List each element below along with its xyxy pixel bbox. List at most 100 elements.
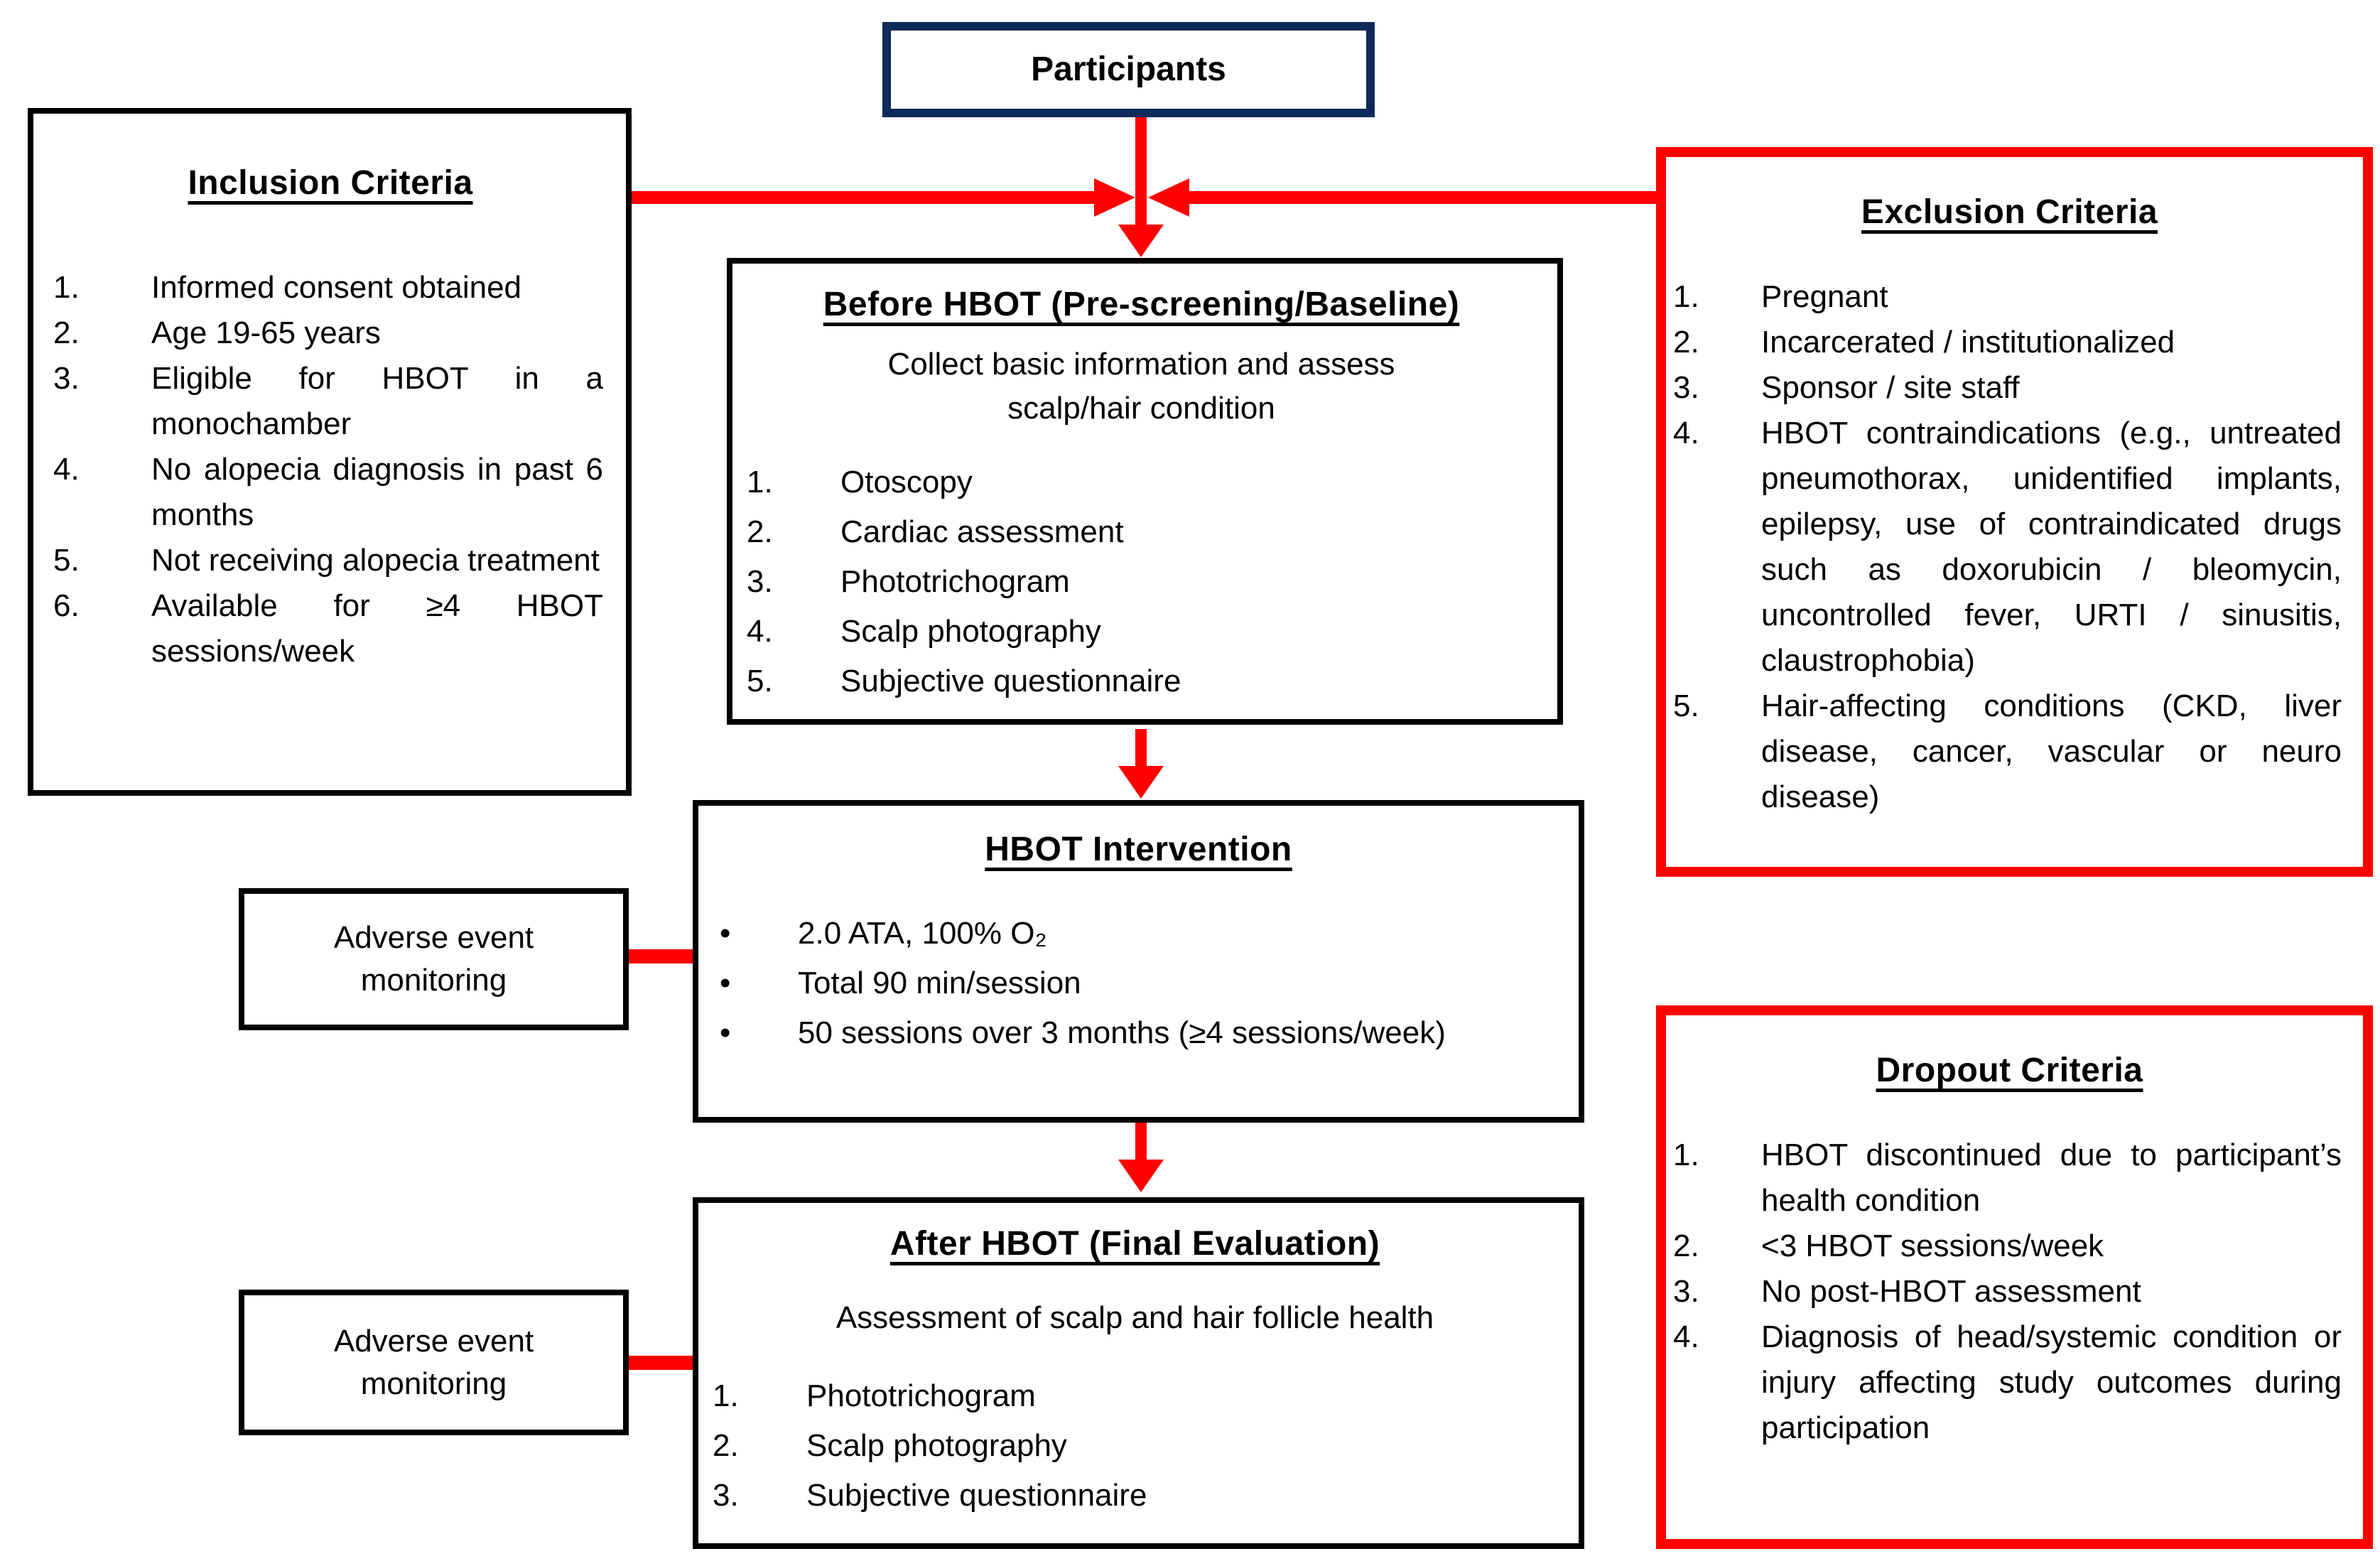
item-number: 5. bbox=[1673, 688, 1699, 723]
participants-box: Participants bbox=[882, 22, 1375, 117]
adverse-monitoring-label: Adverse event monitoring bbox=[244, 1295, 623, 1430]
item-text: HBOT discontinued due to participant’s h… bbox=[1761, 1138, 2342, 1218]
item-text: No post-HBOT assessment bbox=[1761, 1274, 2141, 1309]
item-number: 3. bbox=[53, 361, 80, 396]
arrow-intervention-to-after-head bbox=[1118, 1160, 1164, 1192]
list-item: 4. Scalp photography bbox=[747, 607, 1536, 657]
item-number: 3. bbox=[1673, 370, 1699, 405]
arrow-participants-down-shaft bbox=[1135, 112, 1147, 229]
participants-label: Participants bbox=[1031, 50, 1226, 88]
adverse-monitoring-box-1: Adverse event monitoring bbox=[239, 888, 629, 1030]
list-item: 4. Diagnosis of head/systemic condition … bbox=[1673, 1314, 2346, 1451]
after-hbot-box: After HBOT (Final Evaluation) Assessment… bbox=[693, 1197, 1584, 1549]
item-number: 2. bbox=[1673, 1228, 1699, 1263]
adverse-monitoring-text: Adverse event monitoring bbox=[333, 1323, 534, 1401]
dropout-title: Dropout Criteria bbox=[1876, 1052, 2143, 1089]
item-number: 2. bbox=[53, 315, 80, 350]
list-item: 2. Cardiac assessment bbox=[747, 507, 1536, 557]
arrow-inclusion-shaft bbox=[632, 191, 1096, 204]
item-number: 4. bbox=[747, 614, 773, 649]
item-text: Cardiac assessment bbox=[840, 514, 1124, 549]
exclusion-list: 1. Pregnant 2. Incarcerated / institutio… bbox=[1673, 274, 2346, 820]
before-hbot-subtitle: Collect basic information and assess sca… bbox=[887, 347, 1395, 426]
list-item: 2. <3 HBOT sessions/week bbox=[1673, 1224, 2346, 1269]
arrow-participants-down-head bbox=[1118, 225, 1164, 257]
item-text: Phototrichogram bbox=[840, 564, 1070, 599]
item-number: 1. bbox=[1673, 1138, 1699, 1172]
bullet-marker: • bbox=[720, 966, 731, 1000]
before-hbot-box: Before HBOT (Pre-screening/Baseline) Col… bbox=[727, 258, 1563, 725]
arrow-inclusion-head bbox=[1094, 178, 1135, 217]
list-item: • 2.0 ATA, 100% O₂ bbox=[720, 909, 1557, 958]
item-number: 1. bbox=[1673, 279, 1699, 314]
list-item: 1. Informed consent obtained bbox=[53, 265, 607, 310]
item-text: Pregnant bbox=[1761, 279, 1888, 314]
item-text: Available for ≥4 HBOT sessions/week bbox=[151, 588, 603, 669]
list-item: 3. No post-HBOT assessment bbox=[1673, 1269, 2346, 1314]
connector-adverse-1 bbox=[629, 949, 694, 963]
list-item: 3. Phototrichogram bbox=[747, 557, 1536, 607]
adverse-monitoring-text: Adverse event monitoring bbox=[333, 920, 534, 998]
list-item: 3. Subjective questionnaire bbox=[713, 1471, 1557, 1521]
arrow-before-to-intervention-head bbox=[1118, 766, 1164, 799]
item-text: Incarcerated / institutionalized bbox=[1761, 325, 2175, 360]
item-text: Informed consent obtained bbox=[151, 270, 522, 305]
list-item: 2. Age 19-65 years bbox=[53, 310, 607, 356]
adverse-monitoring-box-2: Adverse event monitoring bbox=[239, 1290, 629, 1435]
item-number: 4. bbox=[1673, 416, 1699, 450]
item-text: Diagnosis of head/systemic condition or … bbox=[1761, 1319, 2342, 1445]
item-text: Sponsor / site staff bbox=[1761, 370, 2020, 405]
arrow-exclusion-shaft bbox=[1189, 191, 1656, 204]
item-text: Scalp photography bbox=[840, 614, 1101, 649]
item-text: Hair-affecting conditions (CKD, liver di… bbox=[1761, 688, 2342, 814]
list-item: 6. Available for ≥4 HBOT sessions/week bbox=[53, 583, 607, 674]
after-hbot-list: 1. Phototrichogram 2. Scalp photography … bbox=[713, 1371, 1557, 1521]
item-number: 6. bbox=[53, 588, 80, 623]
before-hbot-title: Before HBOT (Pre-screening/Baseline) bbox=[823, 286, 1460, 323]
item-text: No alopecia diagnosis in past 6 months bbox=[151, 452, 603, 532]
inclusion-list: 1. Informed consent obtained 2. Age 19-6… bbox=[53, 265, 607, 674]
list-item: 1. HBOT discontinued due to participant’… bbox=[1673, 1133, 2346, 1224]
item-text: <3 HBOT sessions/week bbox=[1761, 1228, 2104, 1263]
item-text: 50 sessions over 3 months (≥4 sessions/w… bbox=[798, 1015, 1446, 1050]
item-number: 5. bbox=[53, 543, 80, 578]
after-hbot-title: After HBOT (Final Evaluation) bbox=[889, 1225, 1380, 1263]
list-item: 2. Incarcerated / institutionalized bbox=[1673, 320, 2346, 365]
dropout-list: 1. HBOT discontinued due to participant’… bbox=[1673, 1133, 2346, 1451]
bullet-marker: • bbox=[720, 916, 731, 951]
item-number: 1. bbox=[747, 465, 773, 500]
hbot-intervention-box: HBOT Intervention • 2.0 ATA, 100% O₂ • T… bbox=[693, 800, 1584, 1123]
item-text: Subjective questionnaire bbox=[840, 664, 1181, 698]
item-number: 3. bbox=[1673, 1274, 1699, 1309]
item-text: Subjective questionnaire bbox=[806, 1478, 1147, 1513]
item-number: 2. bbox=[1673, 325, 1699, 360]
list-item: 3. Sponsor / site staff bbox=[1673, 365, 2346, 411]
item-number: 3. bbox=[747, 564, 773, 599]
list-item: 2. Scalp photography bbox=[713, 1421, 1557, 1471]
item-number: 4. bbox=[53, 452, 80, 487]
list-item: 3. Eligible for HBOT in a monochamber bbox=[53, 356, 607, 447]
list-item: 1. Phototrichogram bbox=[713, 1371, 1557, 1421]
dropout-criteria-box: Dropout Criteria 1. HBOT discontinued du… bbox=[1656, 1005, 2373, 1549]
item-text: Not receiving alopecia treatment bbox=[151, 543, 600, 578]
item-text: Age 19-65 years bbox=[151, 315, 381, 350]
item-number: 2. bbox=[747, 514, 773, 549]
item-text: Total 90 min/session bbox=[798, 966, 1081, 1000]
item-number: 4. bbox=[1673, 1319, 1699, 1354]
list-item: 4. No alopecia diagnosis in past 6 month… bbox=[53, 447, 607, 538]
list-item: 1. Otoscopy bbox=[747, 458, 1536, 507]
bullet-marker: • bbox=[720, 1015, 731, 1050]
list-item: 5. Not receiving alopecia treatment bbox=[53, 538, 607, 583]
arrow-intervention-to-after-shaft bbox=[1135, 1123, 1147, 1161]
item-text: Otoscopy bbox=[840, 465, 973, 500]
item-number: 2. bbox=[713, 1428, 739, 1463]
list-item: • Total 90 min/session bbox=[720, 958, 1557, 1008]
arrow-before-to-intervention-shaft bbox=[1135, 729, 1147, 767]
item-text: 2.0 ATA, 100% O₂ bbox=[798, 916, 1047, 951]
item-text: HBOT contraindications (e.g., untreated … bbox=[1761, 416, 2342, 678]
item-text: Scalp photography bbox=[806, 1428, 1067, 1463]
hbot-intervention-list: • 2.0 ATA, 100% O₂ • Total 90 min/sessio… bbox=[720, 909, 1557, 1058]
arrow-exclusion-head bbox=[1148, 178, 1189, 217]
exclusion-title: Exclusion Criteria bbox=[1861, 193, 2158, 231]
